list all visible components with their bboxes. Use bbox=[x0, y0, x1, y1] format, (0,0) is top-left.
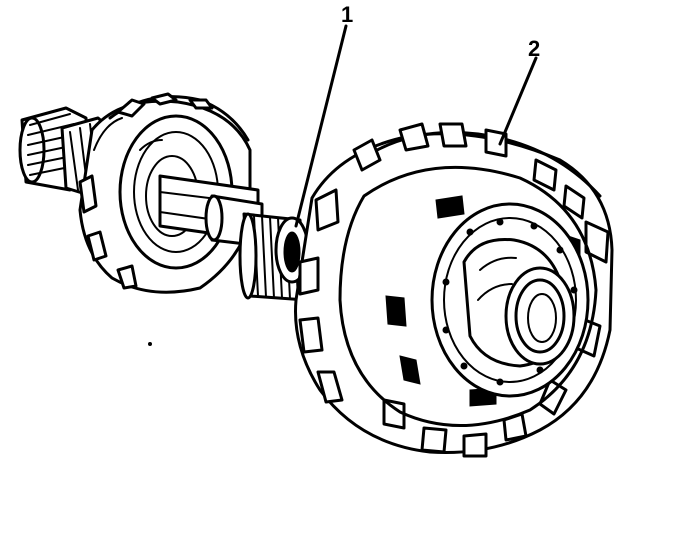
leader-line-2 bbox=[498, 56, 538, 146]
shaft-spline-section bbox=[238, 212, 310, 302]
leader-line-1 bbox=[294, 24, 348, 228]
clutch-housing bbox=[294, 122, 614, 458]
callout-label-1: 1 bbox=[341, 2, 354, 27]
callout-label-2: 2 bbox=[528, 36, 541, 61]
